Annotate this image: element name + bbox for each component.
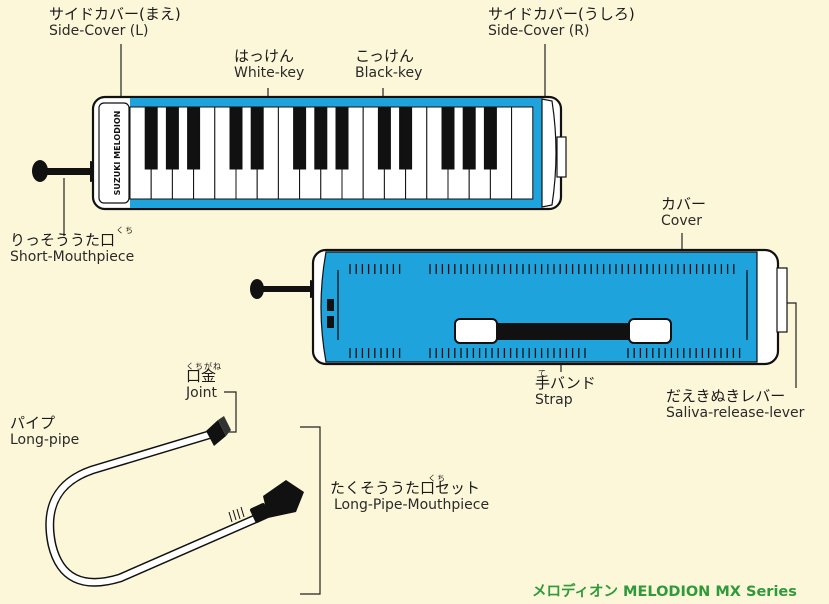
black-key-en: Black-key [355,65,423,82]
long-pipe-mouthpiece-en: Long-Pipe-Mouthpiece [334,497,490,514]
label-cover: カバー Cover [661,195,707,230]
long-pipe-mouthpiece-ruby: くち [428,474,446,483]
saliva-lever-jp: だえきぬきレバー [666,387,786,405]
series-title: メロディオン MELODION MX Series [532,584,797,600]
joint-jp: 口金 [186,367,217,386]
strap-jp: 手バンド [535,374,596,393]
black-key [250,106,264,170]
brand-text: SUZUKI MELODION [113,111,122,196]
long-pipe-jp: パイプ [10,414,56,432]
black-key [293,106,307,170]
black-key [462,106,476,170]
black-key [399,106,413,170]
black-key [335,106,349,170]
melodion-cover [311,248,788,366]
label-black-key: こっけん Black-key [355,47,423,82]
label-side-cover-r: サイドカバー(うしろ) Side-Cover (R) [488,5,635,40]
black-key [377,106,391,170]
long-pipe-en: Long-pipe [10,432,80,449]
side-cover-r-en: Side-Cover (R) [488,23,590,40]
black-key [165,106,179,170]
short-mouthpiece-jp: りっそううた口 [10,231,116,250]
white-key-en: White-key [234,65,305,82]
short-mouthpiece-cover [250,279,322,299]
joint [206,416,231,446]
black-key [314,106,328,170]
white-key-jp: はっけん [234,47,295,65]
short-mouthpiece-top [32,160,102,182]
saliva-lever-en: Saliva-release-lever [666,405,805,422]
strap-en: Strap [535,392,573,409]
label-joint: くちがね 口金 Joint [186,362,222,402]
pipe-mouthpiece [250,480,304,523]
label-side-cover-l: サイドカバー(まえ) Side-Cover (L) [49,5,181,40]
joint-ruby: くちがね [186,362,222,371]
joint-en: Joint [186,385,217,402]
short-mouthpiece-ruby: くち [116,226,134,235]
short-mouthpiece-en: Short-Mouthpiece [10,249,135,266]
melodion-top: SUZUKI MELODION [91,95,567,211]
label-white-key: はっけん White-key [234,47,305,82]
side-cover-r-jp: サイドカバー(うしろ) [488,5,635,23]
cover-jp: カバー [661,195,707,213]
strap [454,318,672,344]
black-key [144,106,158,170]
label-long-pipe-mouthpiece: くち たくそううた口セット Long-Pipe-Mouthpiece [330,474,489,514]
label-strap: て 手バンド Strap [535,369,596,409]
black-key-jp: こっけん [355,47,414,65]
label-short-mouthpiece: くち りっそううた口 Short-Mouthpiece [10,226,134,266]
label-long-pipe: パイプ Long-pipe [10,414,80,449]
side-cover-l-jp: サイドカバー(まえ) [49,5,181,23]
black-key [483,106,497,170]
strap-ruby: て [538,369,547,378]
long-pipe-mouthpiece-jp: たくそううた口セット [330,479,481,498]
black-key [229,106,243,170]
cover-en: Cover [661,213,702,230]
label-saliva-lever: だえきぬきレバー Saliva-release-lever [666,387,805,422]
side-cover-l-en: Side-Cover (L) [49,23,149,40]
long-pipe [45,428,260,587]
white-key [511,106,534,200]
black-key [187,106,201,170]
black-key [441,106,455,170]
